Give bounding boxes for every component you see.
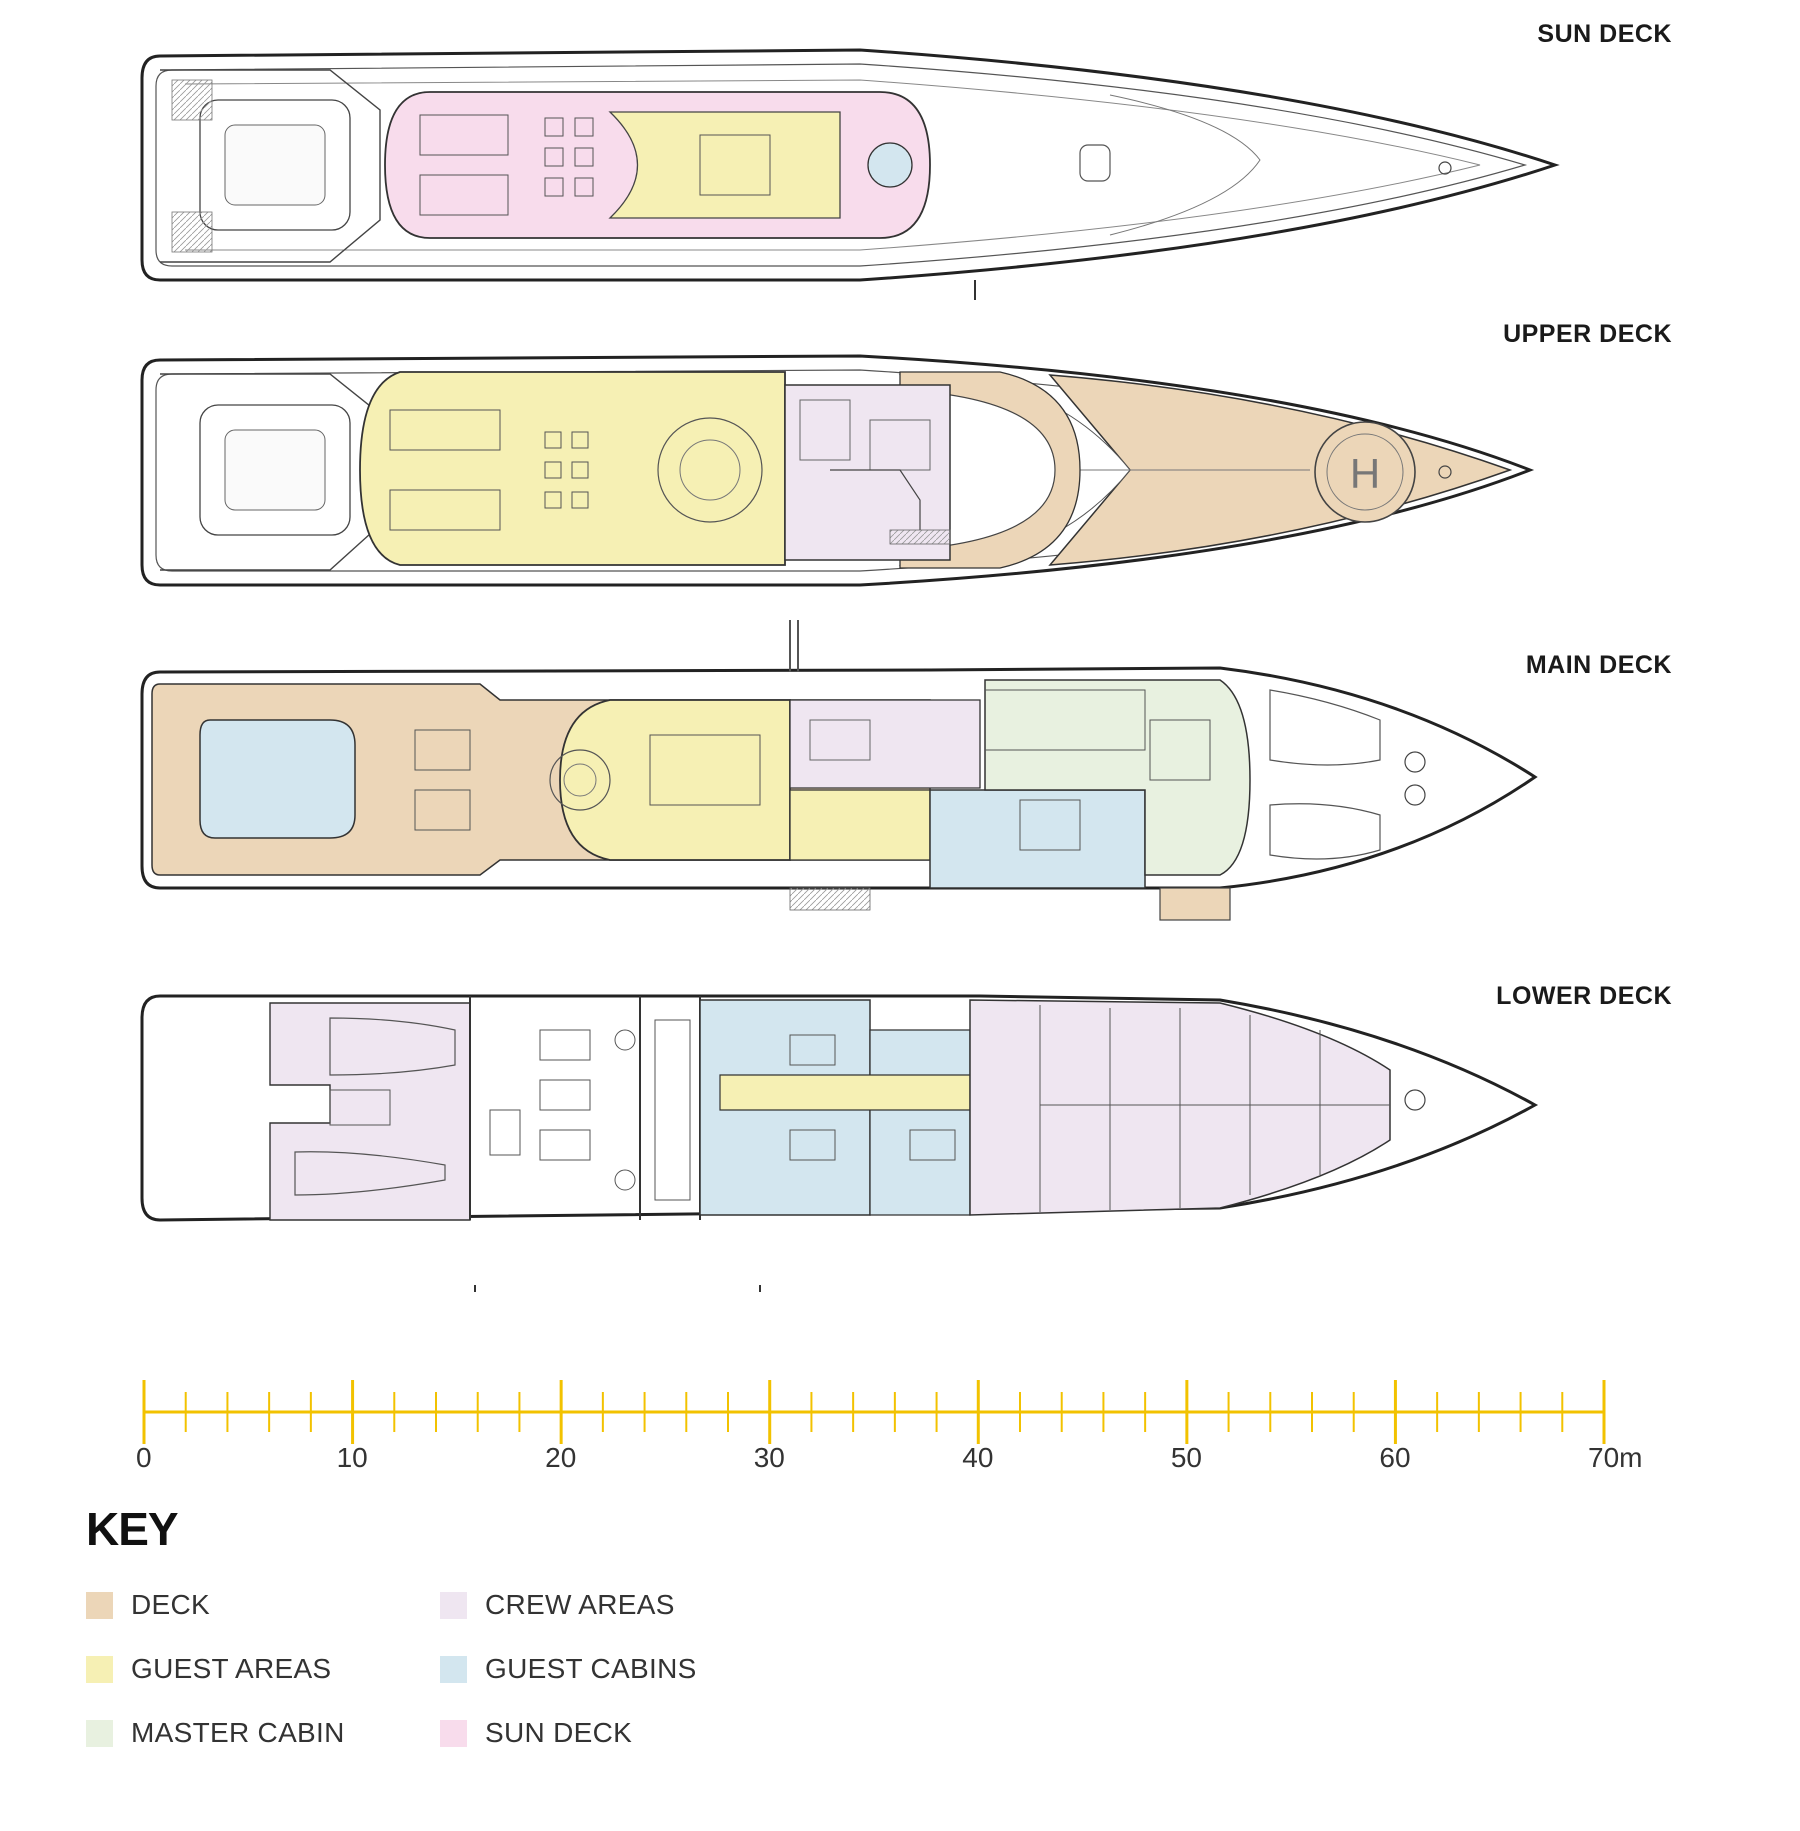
scale-label: 50 <box>1170 1442 1202 1473</box>
scale-label: 0 <box>136 1442 152 1473</box>
main-guest-cabins <box>929 789 1146 889</box>
upper-crew-area <box>784 384 951 561</box>
scale-label: 30 <box>753 1442 785 1473</box>
upper-deck-title: UPPER DECK <box>1503 320 1672 348</box>
legend-item-guest-areas: GUEST AREAS <box>86 1653 331 1685</box>
main-deck-plan <box>140 620 1538 921</box>
key-title: KEY <box>86 1503 179 1555</box>
upper-deck-plan: H <box>140 354 1535 587</box>
main-guest-area <box>559 699 791 861</box>
main-deck-title: MAIN DECK <box>1525 651 1672 679</box>
legend-swatch-guest-areas <box>86 1655 113 1683</box>
lower-deck-title: LOWER DECK <box>1496 982 1672 1010</box>
legend-swatch-guest-cabins <box>440 1655 467 1683</box>
legend-swatch-crew-areas <box>440 1591 467 1619</box>
sun-deck-title: SUN DECK <box>1537 20 1672 48</box>
scale-label: 60 <box>1379 1442 1411 1473</box>
lower-guest-area <box>719 1074 971 1111</box>
legend-swatch-deck <box>86 1591 113 1619</box>
helipad-letter: H <box>1350 450 1380 497</box>
legend-swatch-master-cabin <box>86 1719 113 1747</box>
legend-label-master-cabin: MASTER CABIN <box>131 1717 345 1748</box>
scale-label: 10 <box>336 1442 368 1473</box>
main-crew-area <box>789 699 981 789</box>
scale-label: 40 <box>962 1442 994 1473</box>
scale-label: 70m <box>1588 1442 1643 1473</box>
legend-item-sun-deck: SUN DECK <box>440 1717 632 1749</box>
main-master-cabin <box>984 679 1251 876</box>
legend-label-sun-deck: SUN DECK <box>485 1717 633 1748</box>
legend-label-guest-areas: GUEST AREAS <box>131 1653 332 1684</box>
legend-label-deck: DECK <box>131 1589 210 1620</box>
sun-deck-plan <box>140 48 1560 300</box>
legend-item-guest-cabins: GUEST CABINS <box>440 1653 697 1685</box>
scale-bar <box>142 1380 1606 1444</box>
legend-swatch-sun-deck <box>440 1719 467 1747</box>
lower-deck-plan <box>140 994 1539 1292</box>
legend-label-crew-areas: CREW AREAS <box>485 1589 675 1620</box>
legend-item-master-cabin: MASTER CABIN <box>86 1717 345 1749</box>
legend-item-crew-areas: CREW AREAS <box>440 1589 675 1621</box>
legend-label-guest-cabins: GUEST CABINS <box>485 1653 697 1684</box>
scale-label: 20 <box>545 1442 577 1473</box>
deck-plans: H <box>140 48 1606 1444</box>
legend-item-deck: DECK <box>86 1589 210 1621</box>
pool <box>199 719 356 839</box>
helipad-icon: H <box>1314 421 1416 523</box>
